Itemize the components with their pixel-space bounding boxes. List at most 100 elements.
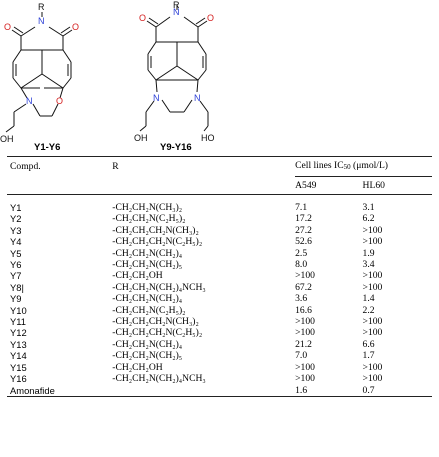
cell-compd: Y14 <box>10 350 27 362</box>
cell-r-group: -CH₂CH₂N(CH₂)₄ <box>112 247 183 259</box>
structure-2-hydroxyl-left: OH <box>134 133 148 143</box>
cell-a549: 8.0 <box>295 259 308 271</box>
cell-hl60: >100 <box>362 224 383 236</box>
cell-a549: 16.6 <box>295 304 312 316</box>
cell-r-group: -CH₂CH₂N(CH₂)₄NCH₃ <box>112 281 206 293</box>
cell-compd: Y1 <box>10 202 22 213</box>
structure-2-carbonyl-oxygen-left: O <box>139 13 146 23</box>
structure-1-imide-nitrogen: N <box>38 16 45 26</box>
cell-a549: 21.2 <box>295 338 312 350</box>
cell-compd: Amonafide <box>10 384 55 396</box>
cell-hl60: 3.4 <box>362 259 375 271</box>
cell-compd: Y2 <box>10 213 22 225</box>
table-row: Y12 -CH₂CH₂CH₂N(C₂H₅)₂ >100 >100 <box>7 327 432 338</box>
header-hl60: HL60 <box>362 179 385 191</box>
cell-compd: Y3 <box>10 224 22 236</box>
cell-a549: 7.0 <box>295 350 308 362</box>
cell-r-group: -CH₂CH₂CH₂N(C₂H₅)₂ <box>112 236 203 248</box>
table-row: Y10 -CH₂CH₂N(C₂H₅)₂ 16.6 2.2 <box>7 305 432 316</box>
cell-r-group: -CH₂CH₂N(C₂H₅)₂ <box>112 304 186 316</box>
structure-2-r-atom: R <box>173 0 180 10</box>
structure-1-carbonyl-oxygen-left: O <box>4 22 11 32</box>
cell-compd: Y12 <box>10 327 27 339</box>
header-cell-lines: Cell lines IC50 (μmol/L) <box>295 156 432 177</box>
cell-r-group: -CH₂CH₂OH <box>112 361 163 373</box>
cell-r-group: -CH₂CH₂CH₂N(CH₃)₂ <box>112 224 199 236</box>
table-row: Y15 -CH₂CH₂OH >100 >100 <box>7 362 432 373</box>
cell-compd: Y9 <box>10 293 22 305</box>
cell-r-group: -CH₂CH₂OH <box>112 270 163 282</box>
cell-a549: 67.2 <box>295 281 312 293</box>
structure-2-label: Y9-Y16 <box>160 142 192 153</box>
cell-r-group: -CH₂CH₂N(C₂H₅)₂ <box>112 213 186 225</box>
cell-hl60: >100 <box>362 373 383 385</box>
structure-1-ring-oxygen: O <box>56 96 63 106</box>
cell-compd: Y5 <box>10 247 22 259</box>
cell-a549: 1.6 <box>295 384 308 396</box>
cell-r-group <box>112 385 295 397</box>
cell-hl60: 1.7 <box>362 350 375 362</box>
cell-hl60: 1.4 <box>362 293 375 305</box>
cell-compd: Y4 <box>10 236 22 248</box>
cell-hl60: >100 <box>362 281 383 293</box>
cell-a549: 52.6 <box>295 236 312 248</box>
table-subheader-row: A549 HL60 <box>7 177 432 195</box>
cell-hl60: 6.2 <box>362 213 375 225</box>
cell-r-group: -CH₂CH₂N(CH₂)₄ <box>112 338 183 350</box>
cell-hl60: >100 <box>362 361 383 373</box>
cell-compd: Y16 <box>10 373 27 385</box>
cell-a549: >100 <box>295 270 315 282</box>
cell-r-group: -CH₂CH₂N(CH₂)₅ <box>112 259 183 271</box>
cell-a549: >100 <box>295 361 315 373</box>
cell-compd: Y13 <box>10 338 27 350</box>
structure-2-carbonyl-oxygen-right: O <box>207 13 214 23</box>
table-row: Y16 -CH₂CH₂N(CH₂)₄NCH₃ >100 >100 <box>7 373 432 384</box>
cell-a549: >100 <box>295 373 315 385</box>
structure-y1-y6 <box>5 12 73 133</box>
table-row: Y11-CH₂CH₂CH₂N(CH₃)₂>100>100 <box>7 316 432 327</box>
table-row: Y2 -CH₂CH₂N(C₂H₅)₂ 17.2 6.2 <box>7 213 432 224</box>
structure-1-carbonyl-oxygen-right: O <box>72 22 79 32</box>
cell-a549: 27.2 <box>295 224 312 236</box>
cell-compd: Y15 <box>10 361 27 373</box>
table-row: Y13 -CH₂CH₂N(CH₂)₄ 21.2 6.6 <box>7 339 432 350</box>
cell-r-group: -CH₂CH₂N(CH₂)₄NCH₃ <box>112 373 206 385</box>
cell-a549: >100 <box>295 327 315 339</box>
cell-hl60: >100 <box>362 316 383 328</box>
cell-a549: 2.5 <box>295 247 308 259</box>
cell-hl60: 0.7 <box>362 384 375 396</box>
cell-r-group: -CH₂CH₂N(CH₂)₄ <box>112 293 183 305</box>
header-compd: Compd. <box>10 161 41 173</box>
table-row: Y5 -CH₂CH₂N(CH₂)₄ 2.5 1.9 <box>7 248 432 259</box>
cell-hl60: >100 <box>362 327 383 339</box>
structure-1-amine-nitrogen: N <box>26 96 33 106</box>
structure-2-amine-nitrogen-left: N <box>153 93 160 103</box>
table-row: Amonafide 1.6 0.7 <box>7 385 432 397</box>
table-row: Y14 -CH₂CH₂N(CH₂)₅ 7.0 1.7 <box>7 350 432 361</box>
cell-r-group: -CH₂CH₂N(CH₂)₅ <box>112 350 183 362</box>
cell-hl60: >100 <box>362 270 383 282</box>
table-row: Y4 -CH₂CH₂CH₂N(C₂H₅)₂ 52.6 >100 <box>7 236 432 247</box>
cell-hl60: >100 <box>362 236 383 248</box>
table-row: Y3 -CH₂CH₂CH₂N(CH₃)₂ 27.2 >100 <box>7 225 432 236</box>
cell-r-group: -CH₂CH₂CH₂N(C₂H₅)₂ <box>112 327 203 339</box>
cell-a549: 17.2 <box>295 213 312 225</box>
cell-compd: Y7 <box>10 270 22 282</box>
cell-r-group: -CH₂CH₂CH₂N(CH₃)₂ <box>112 316 199 328</box>
table-row: Y7 -CH₂CH₂OH >100 >100 <box>7 270 432 281</box>
cell-hl60: 3.1 <box>362 202 375 213</box>
cell-a549: >100 <box>295 316 315 328</box>
table-header-row: Compd. R Cell lines IC50 (μmol/L) <box>7 156 432 177</box>
ic50-table: Compd. R Cell lines IC50 (μmol/L) A549 H… <box>7 156 432 397</box>
header-a549: A549 <box>295 179 317 191</box>
cell-hl60: 2.2 <box>362 304 375 316</box>
cell-hl60: 6.6 <box>362 338 375 350</box>
structure-y9-y16 <box>139 5 209 132</box>
structure-2-imide-nitrogen: N <box>173 7 180 17</box>
cell-hl60: 1.9 <box>362 247 375 259</box>
structure-1-label: Y1-Y6 <box>34 142 60 153</box>
cell-compd: Y10 <box>10 304 27 316</box>
